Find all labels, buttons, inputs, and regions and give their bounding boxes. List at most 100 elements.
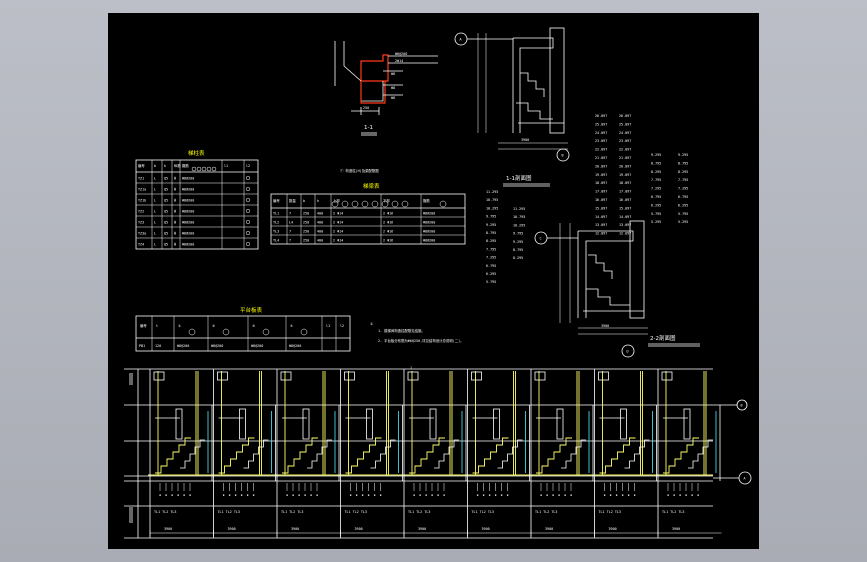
column-table-cell: ф: [174, 210, 176, 214]
elevation-value: 8.795: [678, 161, 688, 165]
cad-drawing: .w { stroke:#fff; fill:none; stroke-widt…: [124, 27, 752, 539]
svg-text:Φ8@200: Φ8@200: [395, 52, 407, 56]
elevation-value: 21.097: [595, 156, 607, 160]
column-table-cell: Φ8@200: [182, 199, 194, 203]
plan-axis-right: A: [744, 477, 746, 481]
slab-table-header: ④: [290, 324, 293, 328]
svg-text:Φ8: Φ8: [391, 86, 395, 90]
beam-table-cell: 400: [317, 221, 323, 225]
column-table-header: l1: [224, 164, 228, 168]
column-table-cell: Q5: [164, 210, 168, 214]
beam-table-header: b: [303, 199, 305, 203]
plan-mark: ▪: [437, 493, 439, 497]
beam-table-title: 梯梁表: [363, 182, 380, 190]
plan-mark: ▪: [552, 493, 554, 497]
column-table-cell: L: [154, 232, 156, 236]
elevation-value: 20.097: [595, 164, 607, 168]
elevation-value: 18.097: [595, 181, 607, 185]
elevation-value: 9.295: [513, 240, 523, 244]
plan-bay-label: TL1 TL2 TL3: [599, 510, 621, 514]
plan-mark: ▪: [177, 493, 179, 497]
plan-bay-label: TL1 TL2 TL3: [535, 510, 557, 514]
beam-table-cell: 250: [303, 230, 309, 234]
column-table-cell: Φ8@200: [182, 210, 194, 214]
beam-table-cell: 250: [303, 239, 309, 243]
elevation-value: 17.097: [595, 190, 607, 194]
elevation-value: 14.097: [595, 215, 607, 219]
plan-mark: ▪: [350, 493, 352, 497]
plan-bay: ▪▪▪▪▪▪TL1 TL2 TL3: [149, 369, 213, 538]
plan-mark: ▪: [628, 493, 630, 497]
plan-bay-label: TL1 TL2 TL3: [154, 510, 176, 514]
svg-text:Φ8: Φ8: [391, 96, 395, 100]
elevation-value: 21.097: [619, 156, 631, 160]
plan-dim: 3900: [609, 527, 617, 531]
plan-mark: ▪: [304, 493, 306, 497]
beam-table-cell: TL3: [273, 230, 279, 234]
column-table-cell: TZ4: [138, 243, 144, 247]
column-table-cell: TZ1b: [138, 199, 146, 203]
beam-table-header: 数量: [289, 198, 296, 203]
elevation-value: 13.097: [595, 223, 607, 227]
elevation-value: 7.295: [678, 187, 688, 191]
slab-table-header: t: [156, 324, 158, 328]
plan-mark: ▪: [507, 493, 509, 497]
column-table-header: 编号: [138, 163, 145, 168]
elevation-value: 14.097: [619, 215, 631, 219]
elevation-value: 10.295: [486, 206, 498, 210]
notes-line-1: 1. 楼梯间构造柱配筋见结施。: [378, 328, 425, 333]
section-b-axis-left: C: [540, 237, 542, 241]
elevation-value: 25.097: [619, 122, 631, 126]
column-table-cell: Q5: [164, 188, 168, 192]
plan-bay: ▪▪▪▪▪▪TL1 TL2 TL3: [276, 369, 340, 538]
beam-table-cell: 7: [289, 212, 291, 216]
beam-table-cell: 2 Φ16: [383, 230, 393, 234]
cad-drawing-canvas[interactable]: .w { stroke:#fff; fill:none; stroke-widt…: [108, 13, 759, 549]
column-table-cell: Φ8@200: [182, 232, 194, 236]
plan-mark: ▪: [380, 493, 382, 497]
elevation-value: 20.097: [619, 164, 631, 168]
notes-block: ① 1. 楼梯间构造柱配筋见结施。 2. 平台板分布筋为Φ6@250,详见结构设…: [370, 322, 464, 343]
plan-mark: ▪: [501, 493, 503, 497]
plan-bay: ▪▪▪▪▪▪TL1 TL2 TL3: [594, 369, 657, 538]
elevation-value: 6.295: [651, 203, 661, 207]
beam-table-cell: 250: [303, 212, 309, 216]
elevation-value: 9.295: [678, 153, 688, 157]
plan-mark: ▪: [241, 493, 243, 497]
elevation-value: 10.795: [486, 198, 498, 202]
section-a-axis-top: A: [460, 38, 462, 42]
section-1-1-detail: Φ8@200 2Φ14 Φ8 Φ8 Φ8 250 1-1: [334, 41, 438, 136]
plan-mark: ▪: [419, 493, 421, 497]
plan-mark: ▪: [679, 493, 681, 497]
elevation-value: 22.097: [619, 148, 631, 152]
beam-table-cell: 2 Φ16: [383, 212, 393, 216]
plan-mark: ▪: [374, 493, 376, 497]
column-table-cell: TZ2: [138, 210, 144, 214]
plan-mark: ▪: [159, 493, 161, 497]
elevation-value: 12.097: [595, 232, 607, 236]
slab-table-header: ①: [178, 324, 181, 328]
plan-mark: ▪: [286, 493, 288, 497]
plan-mark: ▪: [368, 493, 370, 497]
notes-marker: ①: [370, 322, 373, 326]
plan-mark: ▪: [477, 493, 479, 497]
notes-line-2: 2. 平台板分布筋为Φ6@250,详见结构设计总说明(二)。: [378, 338, 464, 343]
stair-plan-strip: ▪ ▪ ▪ ▪ ▪ ▪ TL1 TL2 TL3 ▪ ▪ ▪ ▪ ▪ ▪ TL1 TL2 TL3 ▪ ▪ ▪ ▪ ▪ ▪…: [124, 366, 752, 539]
plan-mark: ▪: [247, 493, 249, 497]
column-table-cell: Φ8@200: [182, 188, 194, 192]
column-table-cell: ф: [174, 221, 176, 225]
column-table-cell: L: [154, 199, 156, 203]
plan-mark: ▪: [546, 493, 548, 497]
beam-table-header: 箍筋: [423, 198, 430, 203]
beam-table-cell: 2 Φ14: [333, 239, 343, 243]
column-table-cell: Φ8@200: [182, 221, 194, 225]
beam-table-header: 上部: [333, 198, 340, 203]
elevation-value: 7.795: [486, 247, 496, 251]
elevation-value: 26.097: [595, 114, 607, 118]
elevation-value: 24.097: [619, 131, 631, 135]
plan-mark: ▪: [610, 493, 612, 497]
beam-table-header: h: [317, 199, 319, 203]
section-b-title: 2-2剖面图: [650, 334, 676, 342]
plan-mark: ▪: [495, 493, 497, 497]
elevation-value: 8.795: [486, 231, 496, 235]
